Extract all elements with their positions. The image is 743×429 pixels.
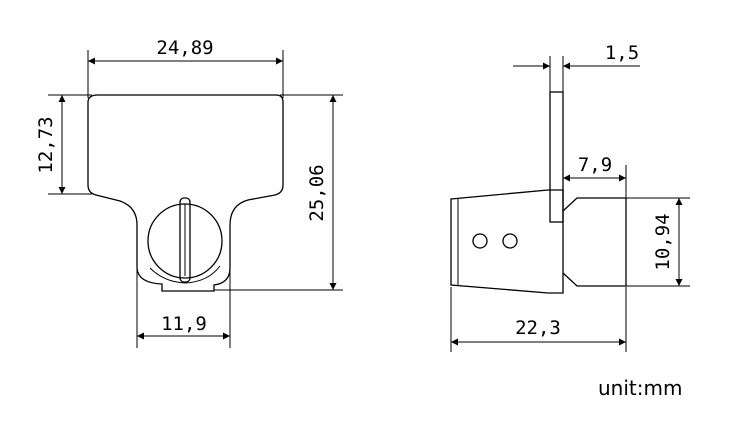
side-view-body: [450, 91, 627, 294]
body-shoulder: [562, 197, 627, 287]
dim-tag-width-label: 24,89: [156, 37, 213, 59]
dim-ring-width-label: 11,9: [161, 313, 207, 335]
dim-body-offset-label: 7,9: [578, 154, 612, 176]
dim-ring-width: 11,9: [136, 250, 231, 348]
hole-left: [472, 233, 488, 249]
dim-body-height: 10,94: [626, 197, 690, 287]
dim-body-offset: 7,9: [563, 154, 627, 198]
dim-tab-thickness: 1,5: [513, 42, 640, 95]
dim-tag-head-height-label: 12,73: [35, 116, 57, 173]
dim-tag-total-height: 25,06: [214, 94, 343, 291]
seal-pin: [179, 197, 191, 283]
dim-body-length: 22,3: [450, 287, 627, 352]
front-view-tag: [87, 94, 284, 292]
ring-inner-arc: [149, 265, 221, 284]
dim-tag-width: 24,89: [87, 37, 284, 98]
dim-body-height-label: 10,94: [652, 213, 674, 270]
dim-tag-total-height-label: 25,06: [306, 164, 328, 221]
dim-tag-head-height: 12,73: [35, 94, 92, 195]
dim-body-length-label: 22,3: [515, 317, 561, 339]
tag-outline: [87, 94, 284, 292]
dim-tab-thickness-label: 1,5: [605, 42, 639, 64]
tab: [549, 91, 564, 223]
unit-label: unit:mm: [598, 376, 683, 400]
body-tapered-section: [450, 189, 564, 294]
hole-right: [502, 233, 518, 249]
